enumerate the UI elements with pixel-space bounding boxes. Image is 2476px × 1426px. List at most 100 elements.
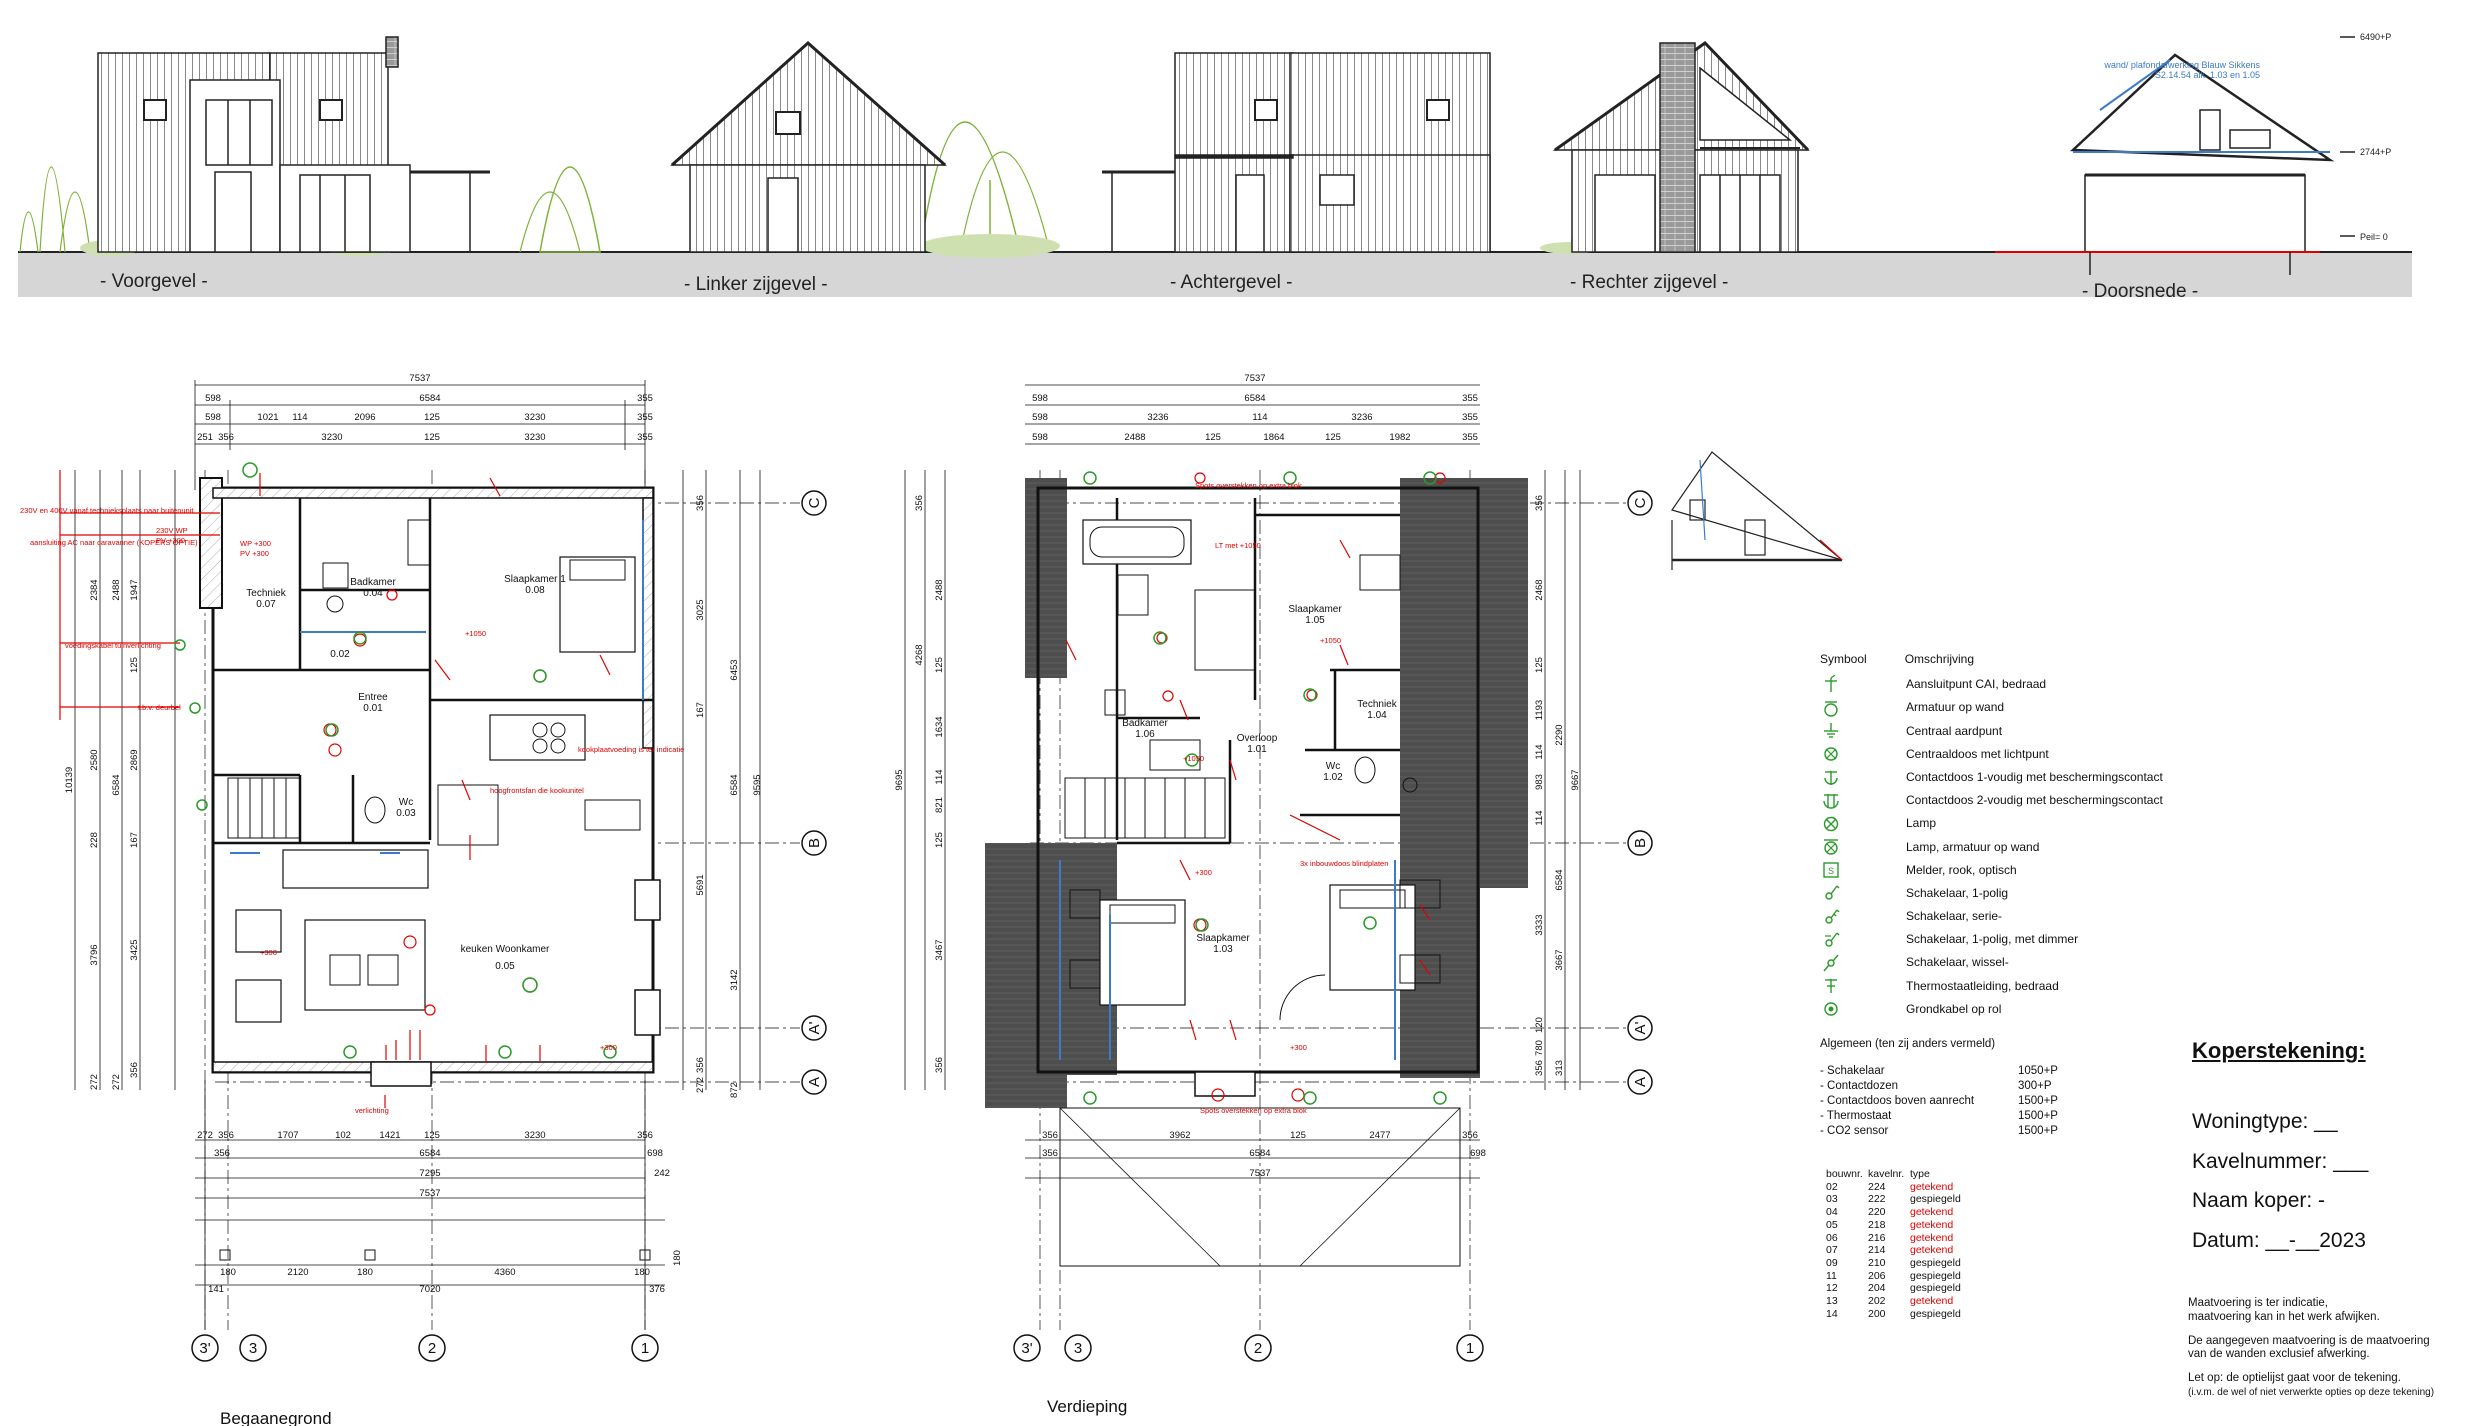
svg-text:3796: 3796 — [89, 944, 100, 965]
svg-text:356: 356 — [695, 1057, 706, 1073]
upper-floor-title: Verdieping — [1047, 1397, 1127, 1416]
svg-text:6584: 6584 — [1244, 393, 1265, 404]
svg-text:356: 356 — [637, 1130, 653, 1141]
room-number: 1.06 — [1135, 729, 1155, 740]
svg-text:242: 242 — [654, 1168, 670, 1179]
svg-text:125: 125 — [1290, 1130, 1306, 1141]
switch-single-icon — [1820, 883, 1870, 903]
grid-row-a: A — [806, 1077, 823, 1087]
type-cell: getekend — [1910, 1218, 1954, 1231]
svg-text:7537: 7537 — [1249, 1168, 1270, 1179]
svg-text:114: 114 — [1534, 810, 1545, 825]
svg-text:180: 180 — [672, 1250, 683, 1266]
legend-item: Schakelaar, wissel- — [1820, 951, 2163, 974]
svg-text:698: 698 — [647, 1148, 663, 1159]
svg-text:1982: 1982 — [1389, 432, 1410, 443]
svg-text:2869: 2869 — [129, 749, 140, 770]
legend-col-desc: Omschrijving — [1904, 652, 1975, 666]
grid-row-b: B — [1632, 838, 1649, 848]
svg-text:114: 114 — [1534, 744, 1545, 759]
type-cell: getekend — [1910, 1180, 1954, 1193]
svg-text:2477: 2477 — [1369, 1130, 1390, 1141]
grid-col-3: 3 — [249, 1340, 257, 1357]
svg-text:355: 355 — [637, 412, 653, 423]
kavelnr-cell: 214 — [1868, 1244, 1886, 1257]
svg-text:3230: 3230 — [524, 432, 545, 443]
right-elevation — [1540, 41, 1810, 254]
room-name: Wc — [1326, 761, 1340, 772]
room-number: 0.01 — [363, 703, 383, 714]
svg-text:5691: 5691 — [695, 874, 706, 895]
svg-text:125: 125 — [424, 1130, 440, 1141]
svg-text:1421: 1421 — [379, 1130, 400, 1141]
ground-floor-dims: 7537 598 6584 355 598 1021 114 2096 125 … — [64, 373, 763, 1295]
grid-row-a-prime: A' — [806, 1021, 823, 1034]
svg-text:167: 167 — [695, 702, 706, 718]
room-number: 0.07 — [256, 599, 276, 610]
kavelnr-cell: 220 — [1868, 1206, 1886, 1219]
room-name: keuken Woonkamer — [461, 944, 550, 955]
svg-text:aansluiting AC naar caravanner: aansluiting AC naar caravanner (KOPERS O… — [30, 538, 198, 547]
svg-text:272: 272 — [695, 1077, 706, 1093]
legend-label: Lamp — [1906, 816, 1937, 831]
svg-text:t.b.v. deurbel: t.b.v. deurbel — [138, 703, 181, 712]
symbol-legend: Symbool Omschrijving Aansluitpunt CAI, b… — [1820, 648, 2163, 1021]
kavelnr-cell: 210 — [1868, 1256, 1886, 1269]
svg-text:355: 355 — [637, 432, 653, 443]
svg-text:355: 355 — [637, 393, 653, 404]
svg-text:6584: 6584 — [419, 1148, 440, 1159]
svg-text:355: 355 — [1462, 412, 1478, 423]
svg-text:356: 356 — [934, 1057, 945, 1073]
general-value: 1050+P — [2018, 1065, 2058, 1077]
svg-text:9667: 9667 — [1570, 769, 1581, 790]
svg-text:356: 356 — [1042, 1130, 1058, 1141]
svg-text:598: 598 — [1032, 432, 1048, 443]
grid-row-c: C — [806, 497, 823, 508]
svg-text:2488: 2488 — [1124, 432, 1145, 443]
legend-item: Armatuur op wand — [1820, 696, 2163, 719]
svg-text:+300: +300 — [1290, 1043, 1307, 1052]
svg-text:+1050: +1050 — [1320, 636, 1341, 645]
note-line: De aangegeven maatvoering is de maatvoer… — [2188, 1334, 2430, 1347]
svg-text:+1050: +1050 — [465, 629, 486, 638]
note-line: Let op: de optielijst gaat voor de teken… — [2188, 1372, 2401, 1385]
elevations-strip: - Voorgevel - - Linker zijgevel - — [18, 32, 2412, 570]
svg-text:598: 598 — [1032, 393, 1048, 404]
grid-col-1: 1 — [1466, 1340, 1474, 1357]
svg-text:6584: 6584 — [111, 774, 122, 795]
legend-label: Schakelaar, wissel- — [1906, 955, 2009, 970]
svg-text:9595: 9595 — [752, 774, 763, 795]
svg-text:872: 872 — [729, 1082, 740, 1098]
koper-block: Koperstekening: Woningtype: __ Kavelnumm… — [2192, 1038, 2368, 1268]
svg-text:4360: 4360 — [494, 1267, 515, 1278]
legend-label: Contactdoos 1-voudig met beschermingscon… — [1906, 769, 2163, 784]
bouwnr-cell: 06 — [1826, 1231, 1838, 1244]
smoke-detector-icon: S — [1820, 860, 1870, 880]
upper-floor-rooms: Slaapkamer 1.05 Techniek 1.04 Badkamer 1… — [1122, 604, 1398, 955]
svg-text:356: 356 — [218, 1130, 234, 1141]
section-label: - Doorsnede - — [2082, 281, 2198, 302]
svg-text:125: 125 — [424, 432, 440, 443]
svg-text:356: 356 — [218, 432, 234, 443]
legend-label: Aansluitpunt CAI, bedraad — [1906, 677, 2047, 692]
room-name: Badkamer — [350, 577, 396, 588]
bouwnr-cell: 11 — [1826, 1269, 1837, 1282]
svg-text:3467: 3467 — [934, 939, 945, 960]
bouwnr-cell: 12 — [1826, 1282, 1838, 1295]
drawing-notes: Maatvoering is ter indicatie, maatvoerin… — [2188, 1297, 2434, 1400]
type-cell: getekend — [1910, 1206, 1954, 1219]
svg-text:+300: +300 — [1195, 868, 1212, 877]
header-type: type — [1910, 1168, 1930, 1180]
svg-text:983: 983 — [1534, 774, 1545, 790]
general-label: - Contactdozen — [1820, 1080, 1898, 1092]
legend-col-symbol: Symbool — [1820, 652, 1867, 666]
upper-floor-dims: 7537 598 6584 355 598 3236 114 3236 355 … — [894, 373, 1581, 1179]
grid-row-a: A — [1632, 1077, 1649, 1087]
svg-text:114: 114 — [934, 769, 945, 784]
bouwnr-cell: 05 — [1826, 1218, 1838, 1231]
legend-label: Grondkabel op rol — [1906, 1001, 2002, 1016]
